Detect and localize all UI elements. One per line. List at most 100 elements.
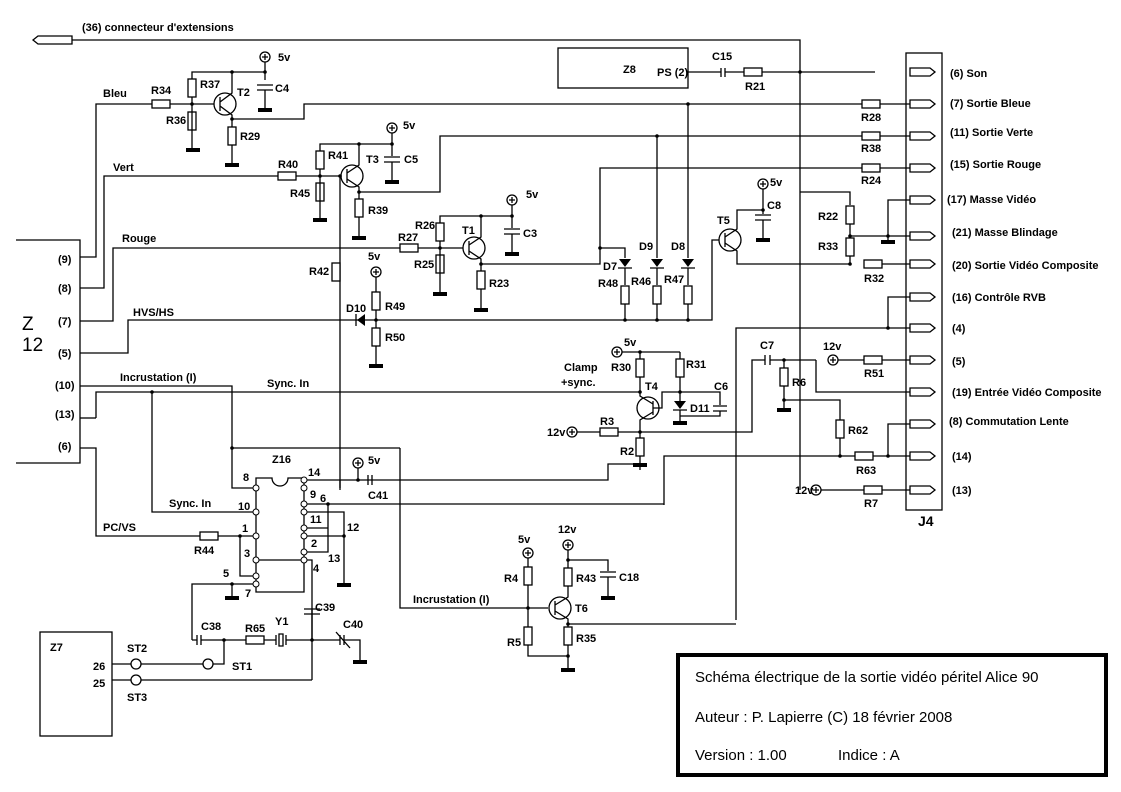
svg-text:5: 5 xyxy=(223,568,229,580)
svg-text:C8: C8 xyxy=(767,200,781,212)
svg-text:R30: R30 xyxy=(611,362,631,374)
composite-mixer: D7 R48 D9 R46 D8 R47 HVS/HS T5 5v C8 xyxy=(80,102,850,354)
svg-text:5v: 5v xyxy=(518,534,531,546)
svg-text:R24: R24 xyxy=(861,175,882,187)
j4-pin-label: (5) xyxy=(952,356,966,368)
svg-text:C18: C18 xyxy=(619,572,639,584)
svg-text:ST1: ST1 xyxy=(232,661,252,673)
svg-text:9: 9 xyxy=(310,489,316,501)
j4-pin-label: (13) xyxy=(952,485,972,497)
svg-text:25: 25 xyxy=(93,678,105,690)
svg-text:R33: R33 xyxy=(818,241,838,253)
svg-text:R37: R37 xyxy=(200,79,220,91)
svg-text:C39: C39 xyxy=(315,602,335,614)
svg-text:R28: R28 xyxy=(861,112,881,124)
svg-text:PS (2): PS (2) xyxy=(657,67,689,79)
svg-text:T1: T1 xyxy=(462,225,475,237)
svg-text:13: 13 xyxy=(328,553,340,565)
extension-connector: (36) connecteur d'extensions xyxy=(31,22,801,490)
svg-text:8: 8 xyxy=(243,472,249,484)
svg-text:4: 4 xyxy=(313,563,320,575)
svg-text:12v: 12v xyxy=(823,341,842,353)
svg-text:Sync. In: Sync. In xyxy=(169,498,211,510)
blue-channel: Bleu R34 R37 R36 T2 5v C4 R29 xyxy=(80,51,862,258)
j4-pin-label: (7) Sortie Bleue xyxy=(950,98,1031,110)
svg-text:10: 10 xyxy=(238,501,250,513)
svg-text:ST2: ST2 xyxy=(127,643,147,655)
svg-text:C38: C38 xyxy=(201,621,221,633)
svg-text:2: 2 xyxy=(311,538,317,550)
z16-ic: Incrustation (I) Z16 5v C41 Sync. In PC/… xyxy=(80,372,664,640)
j4-pins xyxy=(909,67,937,495)
svg-text:R50: R50 xyxy=(385,332,405,344)
transistor-t2 xyxy=(213,92,237,116)
svg-text:12v: 12v xyxy=(558,524,577,536)
green-channel: Vert R40 R41 R45 T3 5v C5 R39 xyxy=(80,120,862,490)
hvs-clamp: 5v R49 R50 D10 R42 xyxy=(309,251,405,368)
j4-pin-label: (11) Sortie Verte xyxy=(950,127,1033,139)
author-line: Auteur : P. Lapierre (C) 18 février 2008 xyxy=(695,709,952,726)
svg-text:C7: C7 xyxy=(760,340,774,352)
label-r34: R34 xyxy=(151,85,172,97)
svg-text:Y1: Y1 xyxy=(275,616,288,628)
svg-text:T3: T3 xyxy=(366,154,379,166)
red-channel: Rouge R27 R26 R25 T1 5v C3 R23 xyxy=(80,167,862,322)
svg-text:R65: R65 xyxy=(245,623,265,635)
svg-text:Incrustation (I): Incrustation (I) xyxy=(413,594,490,606)
svg-text:T2: T2 xyxy=(237,87,250,99)
svg-text:R23: R23 xyxy=(489,278,509,290)
svg-text:R29: R29 xyxy=(240,131,260,143)
z12-name-2: 12 xyxy=(22,335,43,356)
svg-text:11: 11 xyxy=(310,514,322,526)
svg-text:12v: 12v xyxy=(547,427,566,439)
svg-text:R3: R3 xyxy=(600,416,614,428)
z16-pin-labels: 8 14 9 6 10 11 12 1 2 3 13 4 5 7 xyxy=(223,467,359,600)
svg-text:R21: R21 xyxy=(745,81,765,93)
j4-pin-label: (14) xyxy=(952,451,972,463)
svg-text:R27: R27 xyxy=(398,232,418,244)
svg-text:R62: R62 xyxy=(848,425,868,437)
svg-text:R31: R31 xyxy=(686,359,706,371)
svg-text:R5: R5 xyxy=(507,637,521,649)
svg-text:R7: R7 xyxy=(864,498,878,510)
svg-text:D7: D7 xyxy=(603,261,617,273)
svg-text:Z16: Z16 xyxy=(272,454,291,466)
svg-text:12: 12 xyxy=(347,522,359,534)
indice-label: Indice : A xyxy=(838,747,900,764)
svg-text:5v: 5v xyxy=(624,337,637,349)
z12-pin: (5) xyxy=(58,348,72,360)
j4-pin-label: (6) Son xyxy=(950,68,988,80)
svg-text:Z8: Z8 xyxy=(623,64,636,76)
svg-text:R47: R47 xyxy=(664,274,684,286)
svg-text:Incrustation (I): Incrustation (I) xyxy=(120,372,197,384)
signal-label-bleu: Bleu xyxy=(103,88,127,100)
z12-block: Z 12 (9) (8) (7) (5) (10) (13) (6) xyxy=(16,239,81,464)
svg-text:5v: 5v xyxy=(526,189,539,201)
svg-text:Rouge: Rouge xyxy=(122,233,156,245)
svg-text:R4: R4 xyxy=(504,573,519,585)
svg-text:12v: 12v xyxy=(795,485,814,497)
z12-pin: (8) xyxy=(58,283,72,295)
svg-text:Vert: Vert xyxy=(113,162,134,174)
svg-text:ST3: ST3 xyxy=(127,692,147,704)
svg-text:5v: 5v xyxy=(278,52,291,64)
svg-text:R43: R43 xyxy=(576,573,596,585)
oscillator: Z7 26 25 ST2 ST1 ST3 C38 R65 Y1 C39 C40 xyxy=(39,602,367,737)
svg-text:R40: R40 xyxy=(278,159,298,171)
svg-text:1: 1 xyxy=(242,523,248,535)
title-block: Schéma électrique de la sortie vidéo pér… xyxy=(676,653,1108,777)
j4-pin-label: (16) Contrôle RVB xyxy=(952,292,1046,304)
svg-text:J4: J4 xyxy=(918,513,934,529)
j4-pin-label: (15) Sortie Rouge xyxy=(950,159,1041,171)
svg-text:5v: 5v xyxy=(368,251,381,263)
j4-pin-label: (4) xyxy=(952,323,966,335)
svg-text:+sync.: +sync. xyxy=(561,377,596,389)
svg-text:HVS/HS: HVS/HS xyxy=(133,307,174,319)
svg-text:26: 26 xyxy=(93,661,105,673)
svg-text:Clamp: Clamp xyxy=(564,362,598,374)
z12-pin: (13) xyxy=(55,409,75,421)
svg-text:C15: C15 xyxy=(712,51,732,63)
svg-text:D10: D10 xyxy=(346,303,366,315)
svg-text:5v: 5v xyxy=(368,455,381,467)
